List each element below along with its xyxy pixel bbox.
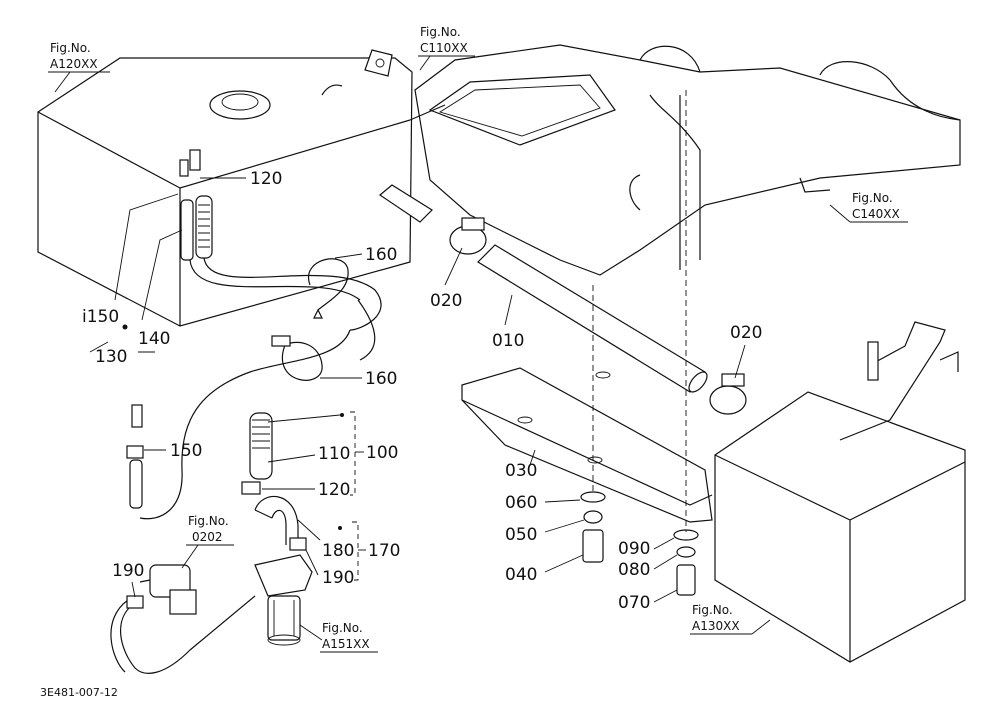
fig-ref-a151: Fig.No. A151XX — [299, 621, 378, 653]
callout-160-mid: 160 — [320, 369, 397, 389]
svg-text:Fig.No.: Fig.No. — [692, 603, 733, 617]
callout-020-right: 020 — [730, 323, 762, 379]
bolt-stack-right — [673, 529, 699, 596]
callout-120-mid: 120 — [262, 480, 350, 500]
fig-ref-a130: Fig.No. A130XX — [690, 603, 771, 635]
callout-150-tank: i150 — [82, 193, 179, 330]
svg-text:100: 100 — [366, 443, 398, 463]
tank-outlet-hoses — [179, 149, 382, 331]
hose-clamp-160-top — [307, 258, 349, 319]
svg-text:C110XX: C110XX — [420, 41, 468, 55]
callout-190-left: 190 — [112, 561, 144, 598]
svg-text:010: 010 — [492, 331, 524, 351]
svg-text:130: 130 — [95, 347, 127, 367]
svg-text:190: 190 — [322, 568, 354, 588]
svg-text:060: 060 — [505, 493, 537, 513]
svg-text:030: 030 — [505, 461, 537, 481]
svg-text:090: 090 — [618, 539, 650, 559]
svg-text:C140XX: C140XX — [852, 207, 900, 221]
svg-text:160: 160 — [365, 369, 397, 389]
return-hose — [126, 299, 376, 520]
svg-text:A151XX: A151XX — [322, 637, 370, 651]
callout-100: 100 — [350, 411, 398, 496]
bracket-030 — [461, 367, 713, 523]
svg-text:Fig.No.: Fig.No. — [420, 25, 461, 39]
clamp-020-right — [709, 373, 747, 415]
hose-clamp-160-mid — [271, 335, 323, 381]
center-lines — [592, 90, 687, 532]
svg-text:170: 170 — [368, 541, 400, 561]
callout-090: 090 — [618, 537, 675, 559]
callout-080: 080 — [618, 554, 678, 580]
callout-160-top: 160 — [334, 245, 397, 265]
fuel-pump — [110, 564, 256, 674]
callout-150-left: 150 — [144, 441, 202, 461]
svg-text:070: 070 — [618, 593, 650, 613]
hose-110 — [241, 412, 273, 495]
fig-ref-0202: Fig.No. 0202 — [181, 514, 234, 569]
fuel-tank — [37, 49, 446, 327]
callout-060: 060 — [505, 493, 581, 513]
callout-190-right: 190 — [305, 549, 354, 588]
pipe-010 — [379, 184, 708, 393]
svg-text:120: 120 — [250, 169, 282, 189]
callout-180: 180 — [297, 519, 354, 561]
svg-text:Fig.No.: Fig.No. — [852, 191, 893, 205]
svg-text:0202: 0202 — [192, 530, 223, 544]
svg-text:160: 160 — [365, 245, 397, 265]
callout-020-left: 020 — [430, 247, 462, 311]
box-a130 — [714, 321, 966, 663]
fig-ref-a120: Fig.No. A120XX — [48, 41, 110, 93]
svg-text:120: 120 — [318, 480, 350, 500]
callout-170: 170 — [352, 521, 400, 581]
callout-070: 070 — [618, 589, 678, 613]
clamp-020-left — [449, 217, 487, 255]
svg-text:140: 140 — [138, 329, 170, 349]
svg-text:080: 080 — [618, 560, 650, 580]
fig-ref-c110: Fig.No. C110XX — [418, 25, 475, 71]
svg-text:050: 050 — [505, 525, 537, 545]
drawing-code: 3E481-007-12 — [40, 686, 118, 699]
svg-text:040: 040 — [505, 565, 537, 585]
callout-050: 050 — [505, 519, 585, 545]
svg-text:110: 110 — [318, 444, 350, 464]
svg-text:Fig.No.: Fig.No. — [50, 41, 91, 55]
svg-text:020: 020 — [730, 323, 762, 343]
svg-text:020: 020 — [430, 291, 462, 311]
callout-040: 040 — [505, 554, 584, 585]
svg-text:Fig.No.: Fig.No. — [188, 514, 229, 528]
svg-text:190: 190 — [112, 561, 144, 581]
callout-010: 010 — [492, 294, 524, 351]
svg-text:i150: i150 — [82, 307, 119, 327]
tractor-frame — [414, 44, 961, 276]
callout-120-top: 120 — [200, 169, 282, 189]
callout-130: 130 — [89, 341, 155, 367]
svg-text:A130XX: A130XX — [692, 619, 740, 633]
hose-170 — [254, 495, 307, 551]
callout-140: 140 — [138, 229, 183, 349]
svg-text:A120XX: A120XX — [50, 57, 98, 71]
callout-110: 110 — [267, 413, 350, 464]
callout-030: 030 — [505, 449, 537, 481]
fig-ref-c140: Fig.No. C140XX — [829, 191, 908, 223]
svg-text:Fig.No.: Fig.No. — [322, 621, 363, 635]
svg-text:180: 180 — [322, 541, 354, 561]
bolt-stack-left — [580, 491, 606, 563]
fuel-filter — [254, 554, 313, 646]
svg-text:150: 150 — [170, 441, 202, 461]
